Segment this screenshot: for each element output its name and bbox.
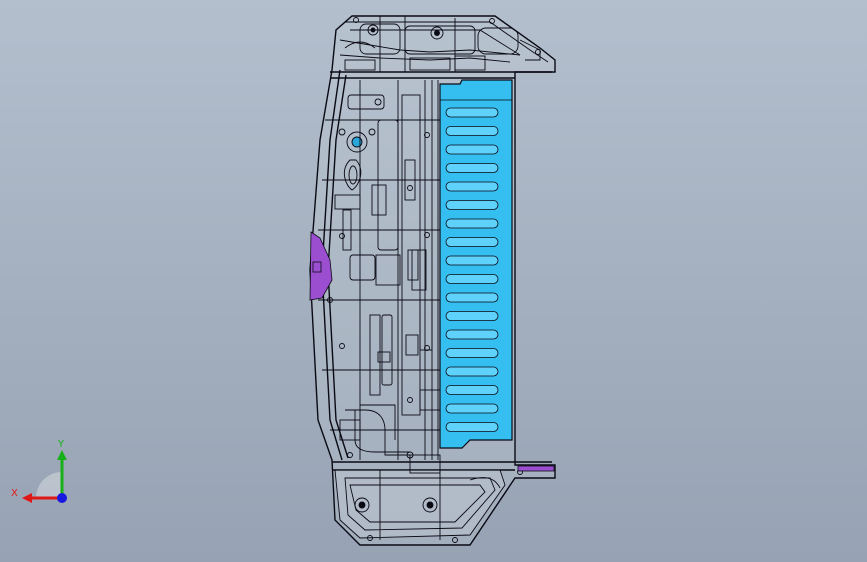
cooling-rib <box>445 292 499 303</box>
cooling-rib <box>445 163 499 173</box>
cooling-rib <box>445 274 499 284</box>
cooling-rib <box>445 403 499 414</box>
highlighted-part[interactable] <box>309 231 333 301</box>
cooling-rib <box>445 144 499 155</box>
interior-components <box>318 80 441 460</box>
cooling-rib <box>445 366 499 377</box>
cooling-rib <box>445 107 499 118</box>
axis-y-label: Y <box>57 439 65 450</box>
cooling-rib <box>445 200 499 210</box>
cooling-plate[interactable] <box>439 79 513 449</box>
cooling-rib <box>445 348 499 358</box>
axis-x-label: X <box>11 488 18 499</box>
cooling-rib <box>445 329 499 340</box>
right-mount-tab <box>517 465 555 472</box>
cooling-rib <box>445 311 499 321</box>
cooling-rib <box>445 385 499 395</box>
coordinate-triad-icon: X Y <box>11 439 67 503</box>
cooling-rib <box>445 422 499 432</box>
cooling-rib <box>445 181 499 192</box>
cooling-rib <box>445 237 499 247</box>
cooling-ribs <box>445 107 499 432</box>
cooling-rib <box>445 255 499 266</box>
cooling-rib <box>445 126 499 136</box>
cooling-rib <box>445 218 499 229</box>
top-bracket-assembly <box>339 16 549 72</box>
bottom-bracket-assembly <box>334 454 523 543</box>
